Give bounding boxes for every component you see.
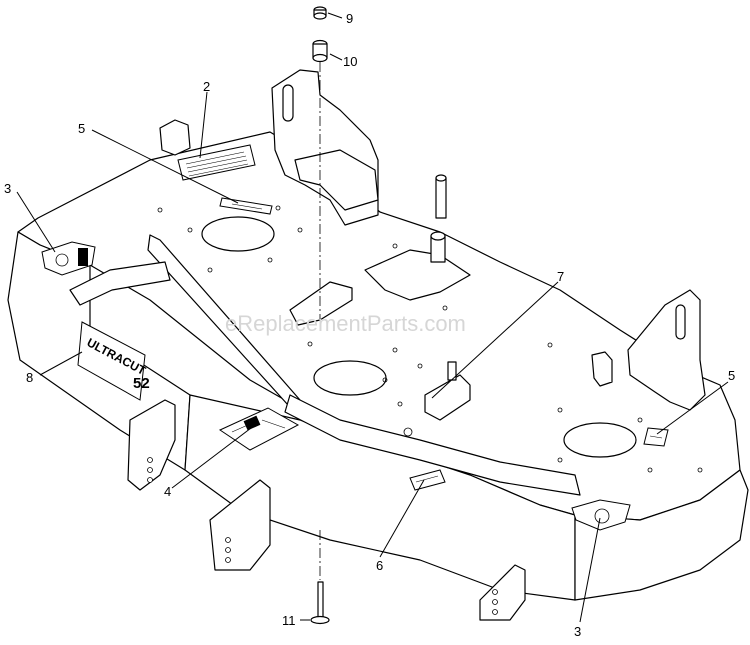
deck-size-text: 52 [133,375,150,392]
rear-mount-slot [282,84,294,122]
decal-5-rear [219,197,273,215]
right-mount-slot [675,304,686,340]
leader-lines [16,12,729,623]
bracket-holes [147,457,498,615]
rear-mount-plate [294,149,379,211]
right-small-bracket [591,351,613,387]
idler-post-rear [435,177,447,219]
spindle-hole-right [563,422,637,458]
callout-3-right: 3 [574,624,581,639]
left-rear-bracket [159,119,191,156]
callout-8: 8 [26,370,33,385]
spindle-hole-left [201,216,275,252]
callout-labels: 9 10 2 5 3 7 8 5 4 6 3 11 [4,11,735,639]
watermark-text: eReplacementParts.com [225,311,466,336]
callout-2: 2 [203,79,210,94]
front-bracket-right [479,564,526,621]
front-bracket-left [69,261,171,306]
decal-6-instruction [409,469,446,491]
tensioner-arm [424,374,471,421]
decal-3-warning-left [41,241,96,276]
spindle-hole-center [313,360,387,396]
idler-post-rear-cap [435,174,447,182]
right-mount-bracket [627,289,706,411]
front-bracket-mid [209,479,271,571]
decal-2-instruction [177,144,256,181]
callout-11: 11 [282,613,296,628]
callout-6: 6 [376,558,383,573]
callout-5-rear: 5 [78,121,85,136]
decal-3-warning-right [571,499,631,531]
callout-10: 10 [343,54,357,69]
deck-right-skirt [574,469,749,601]
callout-7: 7 [557,269,564,284]
front-bracket-left-2 [127,399,176,491]
center-spindle-arm [289,281,353,326]
item-11-bolt [310,581,330,625]
item-10-spacer [312,39,328,63]
callout-3-left: 3 [4,181,11,196]
mounting-holes [157,205,703,473]
callout-4: 4 [164,484,171,499]
callout-5-right: 5 [728,368,735,383]
decal-5-right [643,427,669,447]
baffle-center [284,394,581,496]
idler-post-cap [430,231,446,241]
callout-9: 9 [346,11,353,26]
item-9-nut [313,6,327,20]
decal-4-instruction [218,407,300,451]
